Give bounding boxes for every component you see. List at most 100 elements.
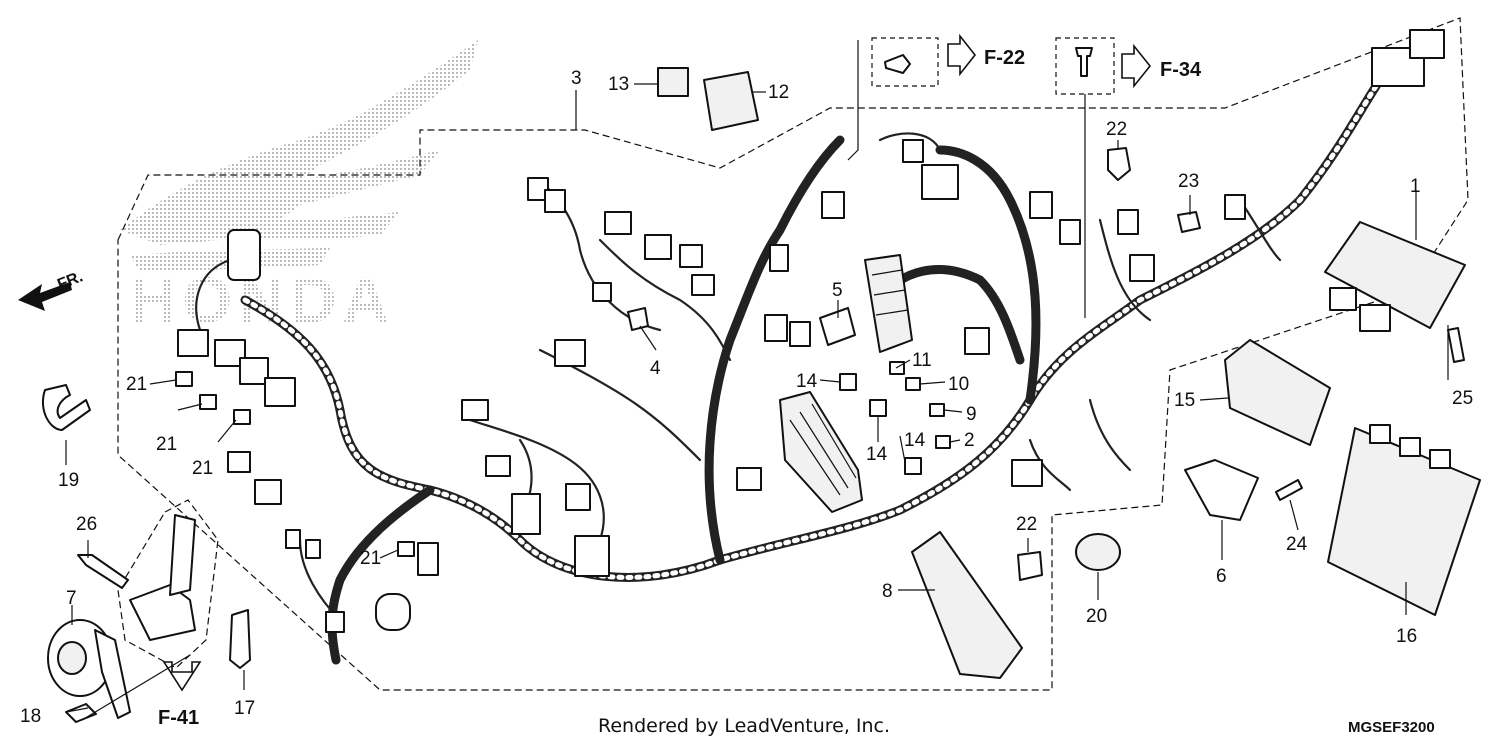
regulator-socket [1359,304,1391,332]
callout-2: 2 [964,430,975,451]
callout-16: 16 [1396,626,1417,647]
part-2-clip [935,435,951,449]
callout-4: 4 [650,358,661,379]
callout-24: 24 [1286,534,1308,555]
part-13-relay [657,67,689,97]
part-24-bolt [1275,479,1303,501]
connector [177,329,209,357]
connector [769,244,789,272]
connector [544,189,566,213]
connector [1117,209,1139,235]
footer-credit: Rendered by LeadVenture, Inc. [598,715,890,737]
connector [644,234,672,260]
part-9-clip [929,403,945,417]
reference-f41-group: F-41 [158,661,202,729]
connector [305,539,321,559]
connector [789,321,811,347]
callout-10: 10 [948,374,969,395]
connector [1224,194,1246,220]
callout-5: 5 [832,280,843,301]
honda-wing-logo: HONDA [120,40,478,336]
part-23-clip [1177,211,1201,233]
part-14-clip [869,399,887,417]
connector [565,483,591,511]
part-18-bolt [65,703,97,723]
callout-19: 19 [58,470,79,491]
fuse-box [779,391,863,513]
reference-f22: F-22 [984,47,1025,69]
callout-3: 3 [571,68,582,89]
connector [921,164,959,200]
callout-numbers: 1 2 3 4 5 6 7 8 9 10 11 12 13 14 14 14 1… [20,68,1473,727]
diagram-code: MGSEF3200 [1348,719,1435,736]
connector [1011,459,1043,487]
bolt-icon [884,54,911,74]
ecu-socket [1399,437,1421,457]
part-15-module [1224,339,1331,446]
part-21-clip [199,394,217,410]
callout-21a: 21 [126,374,147,395]
reference-f34: F-34 [1160,59,1202,81]
clip-reference-box [1055,37,1115,95]
arrow-down-icon [162,661,202,692]
connector [554,339,586,367]
front-arrow-icon [18,282,72,311]
main-connector [1409,29,1445,59]
horn-bracket [117,499,219,669]
reference-f34-group: F-34 [1055,37,1202,95]
connector [1029,191,1053,219]
callout-13: 13 [608,74,629,95]
part-8-unit [911,531,1023,679]
connector [264,377,296,407]
part-4-clip [627,307,649,331]
callout-23: 23 [1178,171,1199,192]
part-16-ecu [1327,424,1481,616]
harness-assembly-outline [117,17,1469,691]
reference-f22-group: F-22 [871,33,1025,87]
ecu-socket [1429,449,1451,469]
arrow-right-icon [1121,43,1152,89]
connector [736,467,762,491]
callout-26: 26 [76,514,97,535]
callout-14c: 14 [904,430,926,451]
callout-11: 11 [912,350,932,371]
front-label: FR. [55,268,85,293]
callout-8: 8 [882,581,893,602]
connector [511,493,541,535]
connector [764,314,788,342]
callout-14a: 14 [796,371,818,392]
connector [679,244,703,268]
connector [604,211,632,235]
callout-7: 7 [66,588,77,609]
part-19-band [42,384,91,431]
honda-logo-text: HONDA [130,264,395,336]
callout-18: 18 [20,706,41,727]
part-14-clip [839,373,857,391]
connector [325,611,345,633]
connector [902,139,924,163]
part-26-bolt [77,554,129,589]
part-1-regulator [1324,221,1466,332]
callout-25: 25 [1452,388,1473,409]
callout-14b: 14 [866,444,888,465]
harness-connectors [177,29,1445,633]
part-22-clip [1017,551,1043,581]
bolt-reference-box [871,37,939,87]
connector [417,542,439,576]
ecu-socket [1369,424,1391,444]
connector-boot [227,229,261,281]
callout-22a: 22 [1106,119,1127,140]
part-17-clip [229,609,251,669]
small-relay [657,67,689,97]
connector [1129,254,1155,282]
connector [254,479,282,505]
part-22-clip [1107,147,1131,181]
connector-cap [375,593,411,631]
front-direction-indicator: FR. [18,268,85,311]
callout-9: 9 [966,404,977,425]
clip-bolt-icon [1075,47,1093,77]
connector [239,357,269,385]
callout-17: 17 [234,698,255,719]
connector [691,274,715,296]
callout-12: 12 [768,82,789,103]
